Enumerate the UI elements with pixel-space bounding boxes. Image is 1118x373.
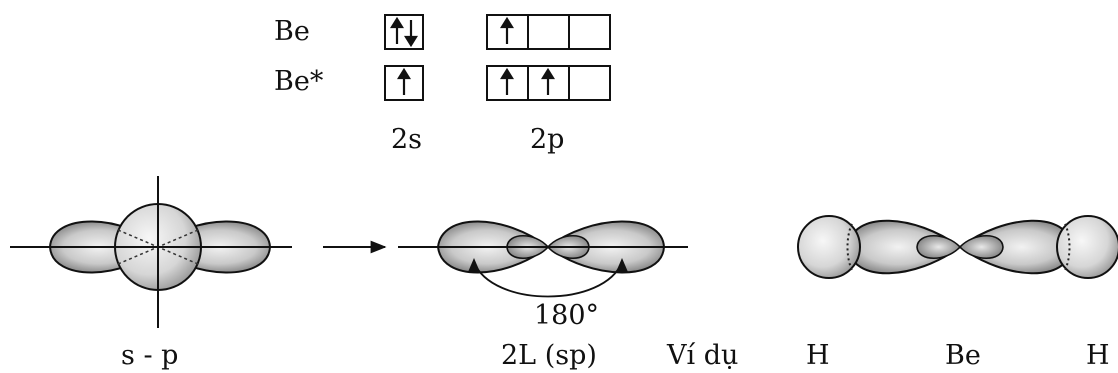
orbital-box — [486, 14, 611, 50]
sp-orbital-small-right — [958, 234, 1004, 260]
sp-label: s - p — [121, 340, 179, 371]
sp-hybrid-orbitals — [398, 220, 688, 298]
config-row-label: Be* — [274, 66, 324, 97]
h-s-orbital-right — [1056, 215, 1118, 279]
electron-arrows — [390, 16, 555, 95]
orbital-label-2p: 2p — [530, 124, 565, 155]
hybrid-result-label: 2L (sp) — [501, 340, 597, 371]
sp-orbital-small-left — [916, 234, 962, 260]
orbital-label-2s: 2s — [391, 124, 423, 155]
s-p-orbitals — [10, 176, 292, 328]
beh2-molecule — [797, 215, 1118, 279]
angle-arc-icon — [473, 261, 623, 298]
atom-label-h-right: H — [1086, 340, 1110, 371]
orbital-box — [384, 14, 424, 50]
orbital-box — [384, 65, 424, 101]
atom-label-be: Be — [945, 340, 981, 371]
h-s-orbital-left — [797, 215, 861, 279]
example-label: Ví dụ — [667, 340, 739, 371]
angle-label: 180° — [534, 300, 600, 331]
config-boxes — [384, 14, 611, 101]
config-row-label: Be — [274, 16, 310, 47]
orbital-box — [486, 65, 611, 101]
atom-label-h-left: H — [806, 340, 830, 371]
